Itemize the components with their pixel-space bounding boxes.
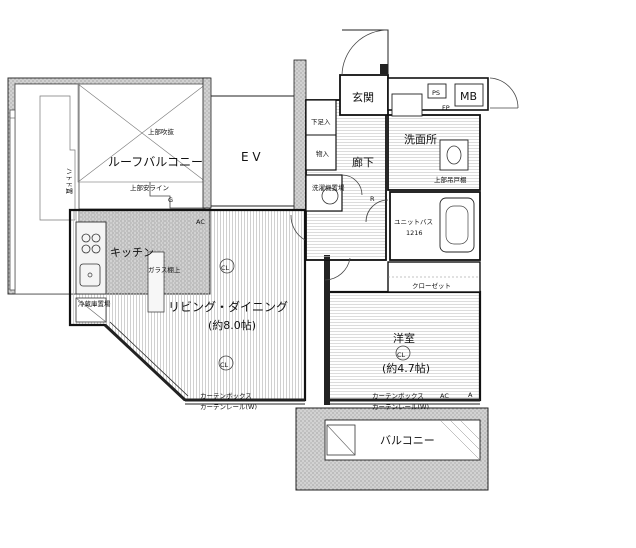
mb-label: MB (460, 90, 477, 103)
elevator-shaft (202, 59, 307, 211)
balcony-area (295, 407, 489, 491)
kitchen-label: キッチン (110, 246, 154, 259)
upper-atrium-label: 上部吹抜 (148, 127, 175, 136)
hatch-label: ハトド置 (65, 168, 73, 195)
upper-storage-label: 上部吊戸棚 (434, 175, 467, 184)
western-room-label: 洋室 (393, 331, 415, 345)
fridge-space-label: 冷蔵庫置場 (78, 299, 111, 308)
curtain-rail-left-label: カーテンレール(W) (200, 403, 257, 411)
western-size-label: (約4.7帖) (382, 361, 430, 375)
unit-bath-label: ユニットバス (394, 218, 433, 226)
ev-label: E V (241, 150, 261, 164)
curtain-box-left-label: カーテンボックス (200, 392, 252, 400)
storage-label: 物入 (316, 149, 330, 158)
curtain-box-right-label: カーテンボックス (372, 392, 424, 400)
g-mark-label: G (168, 196, 173, 204)
ceiling-light-3: CL (397, 351, 406, 359)
ac-1-label: AC (196, 218, 205, 226)
room-labels: 上部吹抜 ルーフバルコニー 上部安ライン ハトド置 E V 玄関 PS MB 下… (65, 89, 477, 447)
closet-label: クローゼット (412, 281, 451, 290)
living-dining-floor (68, 208, 307, 402)
ceiling-light-symbols (218, 258, 411, 371)
balcony-label: バルコニー (380, 434, 435, 447)
ac-2-label: AC (440, 392, 449, 400)
unit-bath (389, 191, 481, 261)
roof-balcony-area (7, 77, 211, 295)
fp-label: FP (442, 104, 450, 112)
washroom (387, 93, 481, 191)
unit-bath-size-label: 1216 (406, 229, 423, 237)
ceiling-light-2: CL (220, 361, 229, 369)
a-mark-label: A (468, 391, 473, 399)
curtain-rail-right-label: カーテンレール(W) (372, 403, 429, 411)
corridor-label: 廊下 (352, 155, 374, 169)
living-size-label: (約8.0帖) (208, 318, 256, 332)
ps-label: PS (432, 89, 440, 97)
roof-balcony-label: ルーフバルコニー (108, 155, 203, 169)
upper-safety-line-label: 上部安ライン (130, 183, 169, 192)
ps-mb-area (387, 77, 519, 111)
living-dining-label: リビング・ダイニング (168, 299, 288, 314)
washer-space-label: 洗濯機置場 (312, 183, 345, 192)
washroom-label: 洗面所 (404, 133, 437, 146)
shoe-box-label: 下足入 (311, 118, 331, 126)
r-mark-label: R (370, 195, 375, 203)
door-swings (290, 174, 389, 281)
corridor (305, 99, 387, 261)
closet (387, 261, 481, 293)
window-sashes (103, 321, 480, 405)
glass-note-label: ガラス棚上 (148, 265, 181, 274)
entrance-label: 玄関 (352, 90, 374, 104)
ceiling-light-1: CL (221, 264, 230, 272)
